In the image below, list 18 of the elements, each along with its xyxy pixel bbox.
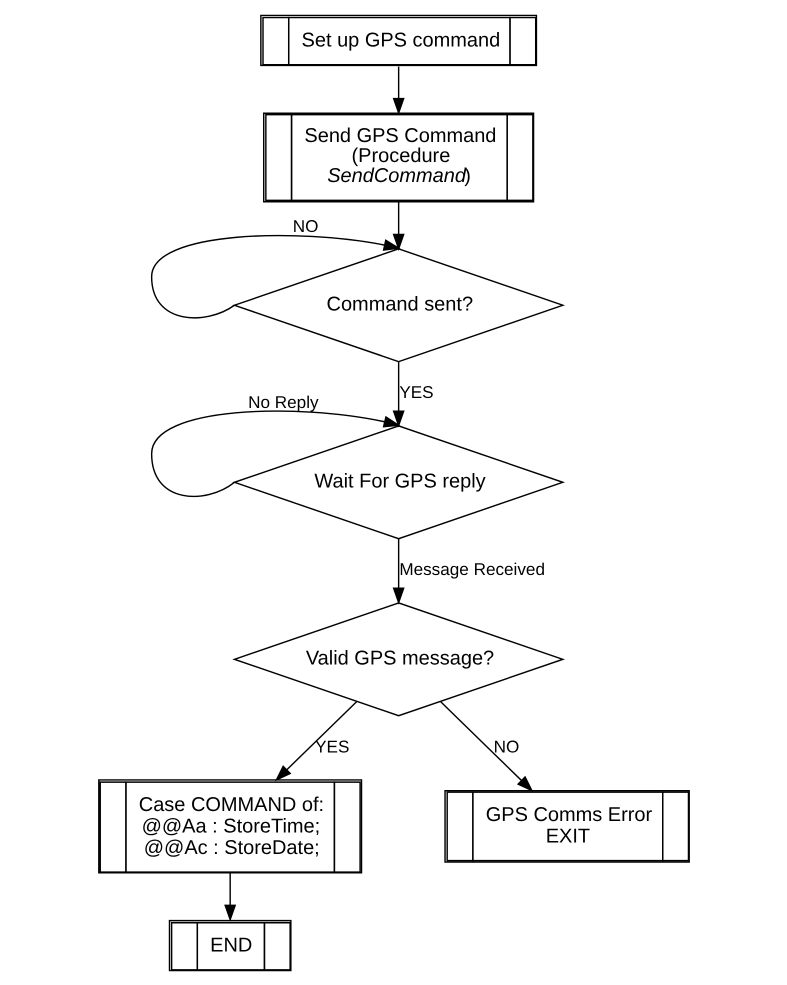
node-diamond: Valid GPS message? [232, 602, 565, 716]
arrow [392, 66, 404, 115]
arrow [392, 202, 404, 250]
edge-label: NO [493, 736, 519, 756]
node-diamond: Command sent? [232, 248, 565, 362]
edge-label: NO [292, 216, 318, 236]
arrow [392, 361, 404, 428]
arrow [150, 410, 400, 497]
edge-label: Message Received [398, 558, 544, 579]
arrow [392, 538, 404, 604]
edge-label: YES [398, 382, 434, 402]
edge-label: YES [314, 736, 349, 756]
arrow [224, 872, 236, 922]
edge-label: No Reply [248, 391, 318, 412]
arrow [274, 700, 357, 781]
arrow [150, 234, 400, 318]
node-diamond: Wait For GPS reply [232, 424, 565, 539]
arrow [440, 700, 533, 792]
